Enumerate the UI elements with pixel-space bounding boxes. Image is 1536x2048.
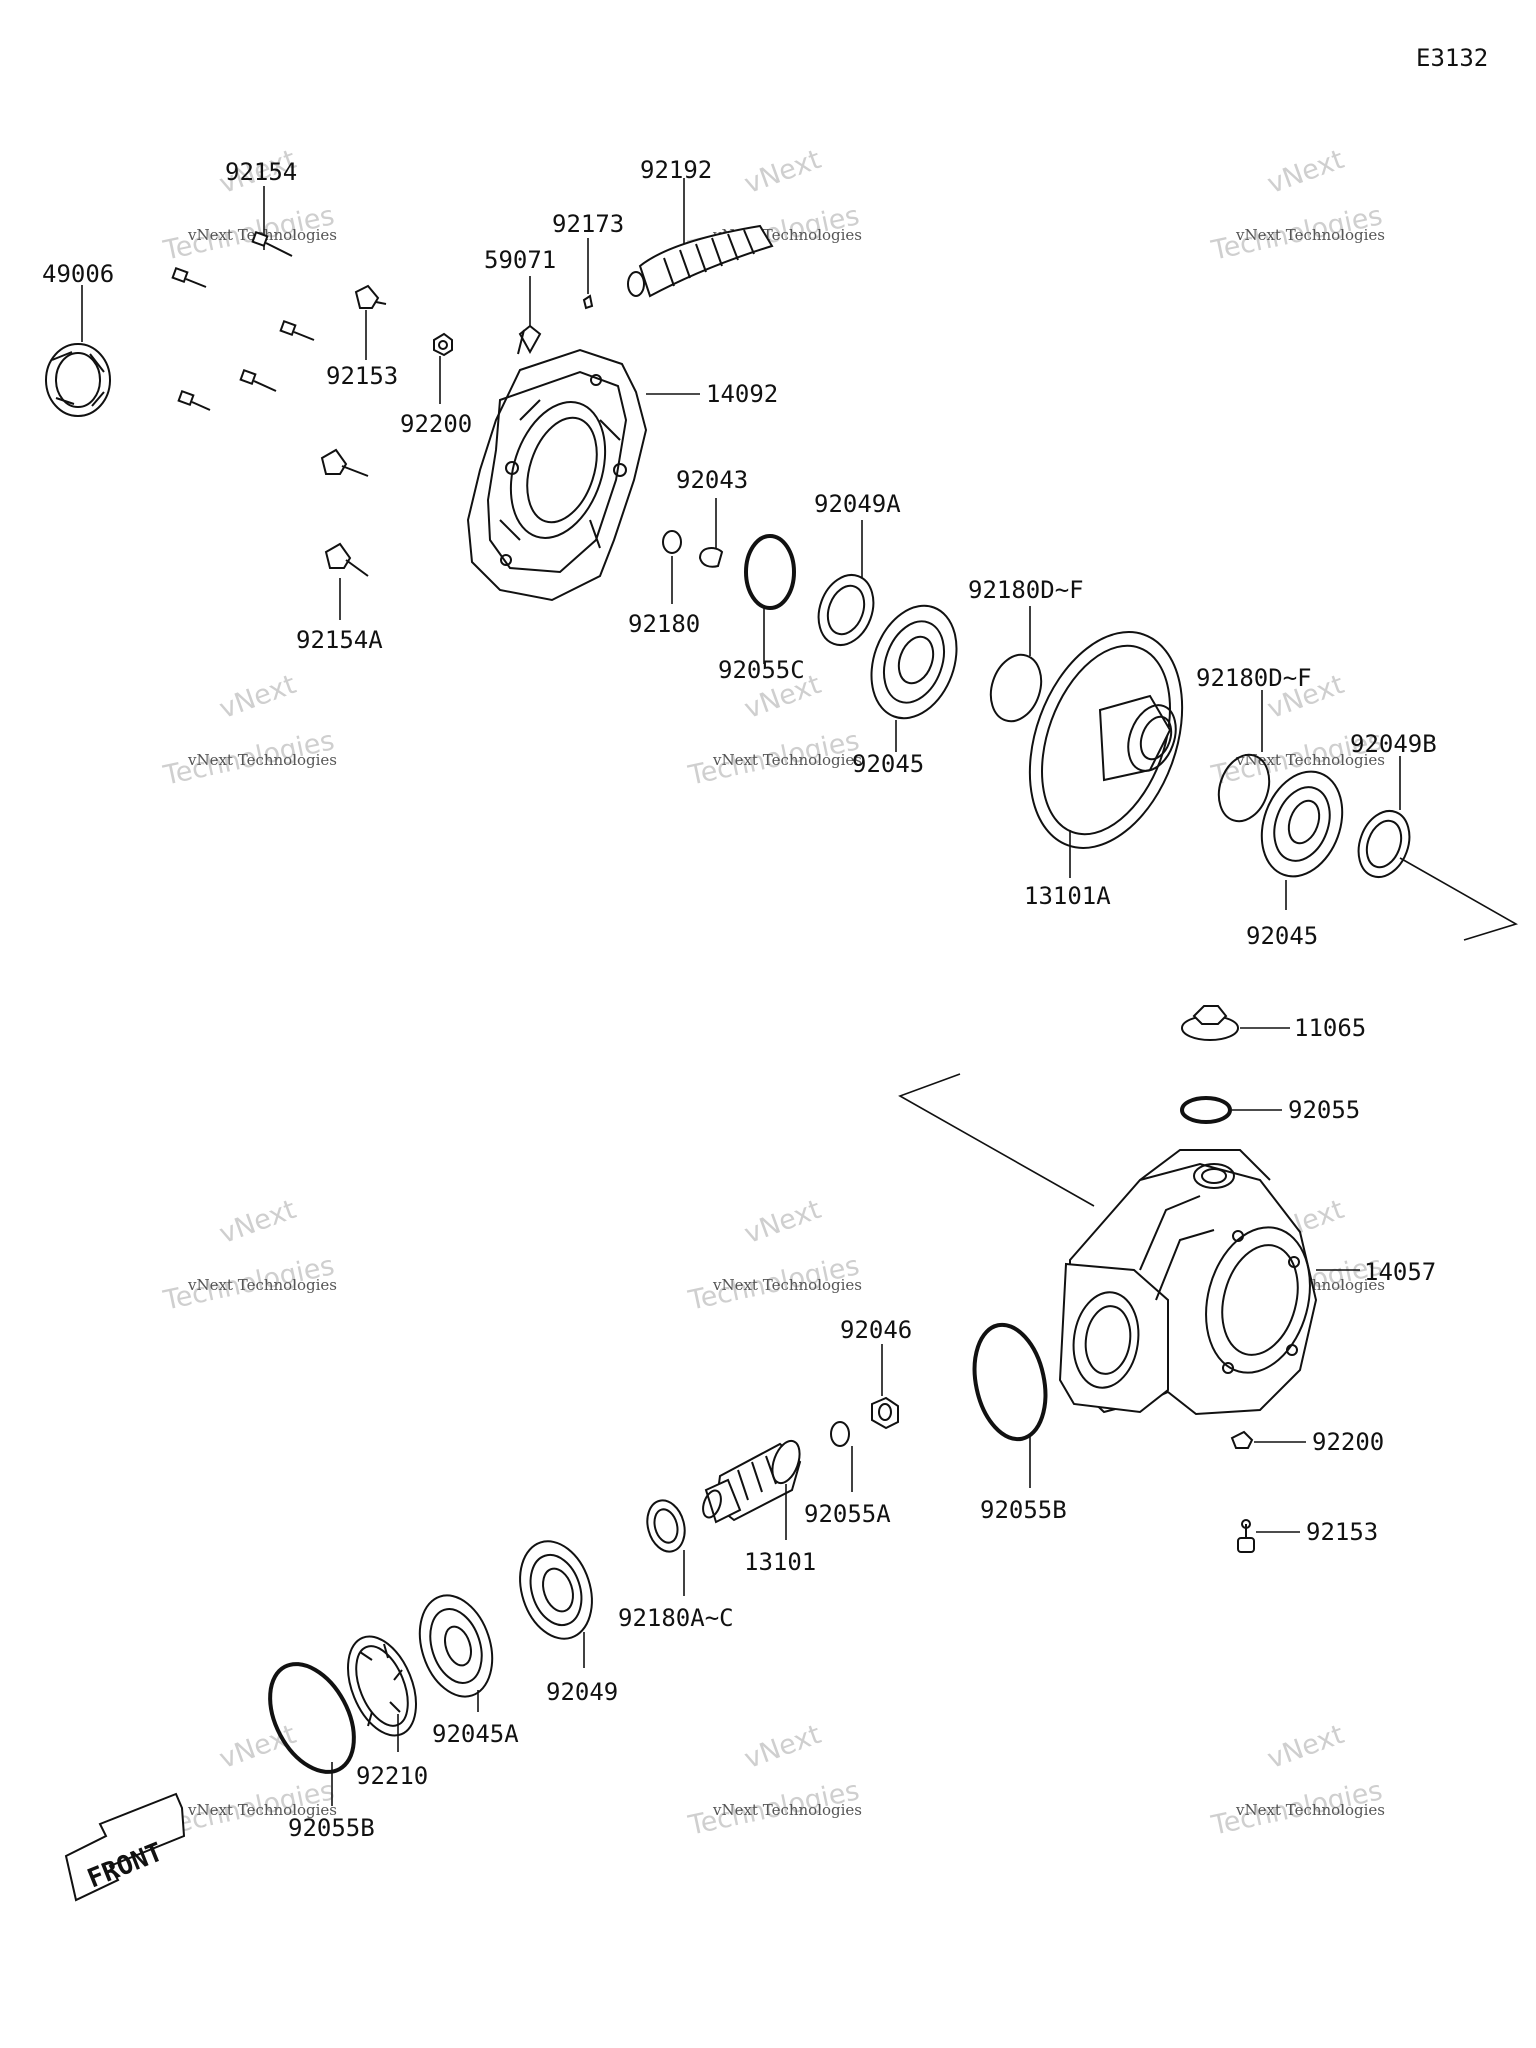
part-92154[interactable]: 92154 [171,158,315,411]
label-92180: 92180 [628,610,700,638]
label-49006: 49006 [42,260,114,288]
label-14092: 14092 [706,380,778,408]
part-92043[interactable]: 92043 [676,466,748,568]
part-92049[interactable]: 92049 [508,1532,618,1706]
part-92055C[interactable]: 92055C [718,534,805,684]
part-92153-lower[interactable]: 92153 [1237,1518,1378,1553]
label-92055C: 92055C [718,656,805,684]
label-92049: 92049 [546,1678,618,1706]
label-92210: 92210 [356,1762,428,1790]
svg-text:vNext Technologies: vNext Technologies [187,1801,337,1819]
label-92055: 92055 [1288,1096,1360,1124]
watermark: Technologies vNext vNext Technologies [160,1194,337,1317]
part-92210[interactable]: 92210 [335,1627,430,1790]
svg-text:vNext Technologies: vNext Technologies [187,751,337,769]
diagram-code: E3132 [1416,44,1488,72]
svg-text:vNext Technologies: vNext Technologies [712,751,862,769]
label-92192: 92192 [640,156,712,184]
part-92192[interactable]: 92192 [627,156,774,298]
front-arrow-icon: FRONT [64,1792,186,1902]
part-92049A[interactable]: 92049A [809,490,901,653]
label-14057: 14057 [1364,1258,1436,1286]
part-92055[interactable]: 92055 [1180,1096,1360,1124]
part-92200-upper[interactable]: 92200 [400,332,472,438]
watermark: Technologies vNext vNext Technologies [1208,1719,1385,1842]
label-92180AC: 92180A~C [618,1604,734,1632]
part-92180DF-left[interactable]: 92180D~F [968,576,1084,728]
label-92045-upper: 92045 [852,750,924,778]
label-92154: 92154 [225,158,297,186]
label-59071: 59071 [484,246,556,274]
svg-text:vNext Technologies: vNext Technologies [712,1276,862,1294]
part-92055B-left[interactable]: 92055B [253,1650,375,1842]
part-92200-lower[interactable]: 92200 [1230,1428,1384,1456]
svg-text:vNext: vNext [1263,144,1348,200]
label-92153-upper: 92153 [326,362,398,390]
part-92049B[interactable]: 92049B [1350,730,1437,884]
label-92154A: 92154A [296,626,383,654]
label-92200-upper: 92200 [400,410,472,438]
watermark: Technologies vNext vNext Technologies [160,669,337,792]
label-92045A: 92045A [432,1720,519,1748]
part-92180DF-right[interactable]: 92180D~F [1196,664,1312,828]
label-92045-lower: 92045 [1246,922,1318,950]
label-11065: 11065 [1294,1014,1366,1042]
part-49006[interactable]: 49006 [42,260,114,417]
label-92153-lower: 92153 [1306,1518,1378,1546]
label-13101: 13101 [744,1548,816,1576]
part-14057[interactable]: 14057 [1058,1149,1436,1416]
part-92153-upper[interactable]: 92153 [326,284,398,390]
watermark-row-1: Technologies vNext vNext Technologies Te… [160,144,1385,267]
label-92180DF-left: 92180D~F [968,576,1084,604]
part-92055A[interactable]: 92055A [804,1421,891,1528]
part-92180[interactable]: 92180 [628,530,700,638]
svg-text:vNext: vNext [740,144,825,200]
svg-text:vNext: vNext [740,1194,825,1250]
part-92046[interactable]: 92046 [840,1316,912,1430]
part-13101A[interactable]: 13101A [1002,611,1210,910]
part-92045-lower[interactable]: 92045 [1246,760,1356,950]
assembly-link-lines [898,857,1519,1207]
part-14092[interactable]: 14092 [466,348,778,602]
part-92180AC[interactable]: 92180A~C [618,1496,734,1632]
label-92043: 92043 [676,466,748,494]
svg-text:vNext: vNext [215,1194,300,1250]
svg-text:vNext Technologies: vNext Technologies [1235,751,1385,769]
label-13101A: 13101A [1024,882,1111,910]
svg-text:vNext Technologies: vNext Technologies [1235,1801,1385,1819]
svg-text:vNext Technologies: vNext Technologies [187,1276,337,1294]
svg-text:vNext: vNext [740,1719,825,1775]
part-92154A[interactable]: 92154A [296,448,383,654]
label-92173: 92173 [552,210,624,238]
svg-text:vNext: vNext [1263,1719,1348,1775]
part-92173[interactable]: 92173 [552,210,624,310]
label-92049B: 92049B [1350,730,1437,758]
svg-text:vNext Technologies: vNext Technologies [1235,226,1385,244]
label-92055B-left: 92055B [288,1814,375,1842]
part-13101[interactable]: 13101 [700,1437,817,1576]
label-92055B-right: 92055B [980,1496,1067,1524]
part-11065[interactable]: 11065 [1181,1005,1366,1042]
part-92055B-right[interactable]: 92055B [965,1318,1067,1524]
label-92200-lower: 92200 [1312,1428,1384,1456]
watermark: Technologies vNext vNext Technologies [685,1719,862,1842]
label-92046: 92046 [840,1316,912,1344]
part-59071[interactable]: 59071 [484,246,556,355]
watermark: Technologies vNext vNext Technologies [685,1194,862,1317]
svg-text:vNext: vNext [215,669,300,725]
watermark: Technologies vNext vNext Technologies [685,669,862,792]
label-92049A: 92049A [814,490,901,518]
part-92045A[interactable]: 92045A [408,1586,520,1748]
label-92055A: 92055A [804,1500,891,1528]
label-92180DF-right: 92180D~F [1196,664,1312,692]
part-92045-upper[interactable]: 92045 [852,594,971,778]
watermark: Technologies vNext vNext Technologies [1208,144,1385,267]
svg-text:vNext Technologies: vNext Technologies [712,1801,862,1819]
